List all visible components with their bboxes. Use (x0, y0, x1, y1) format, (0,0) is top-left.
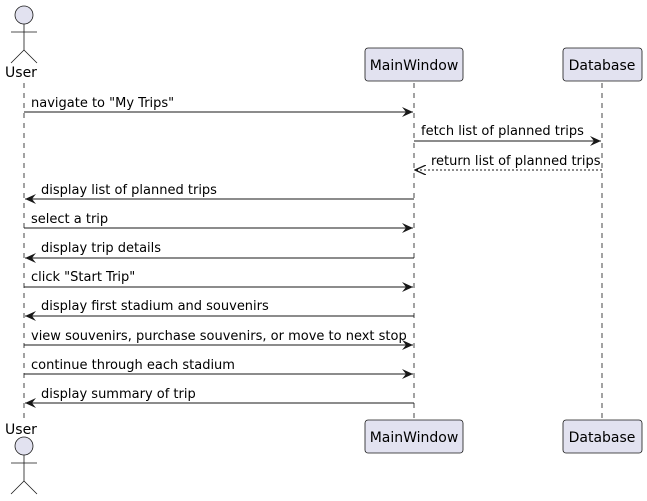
message-label: fetch list of planned trips (421, 124, 584, 139)
actor-user-top: User (5, 5, 38, 81)
message-4: display list of planned trips (25, 183, 414, 204)
message-label: view souvenirs, purchase souvenirs, or m… (31, 329, 407, 344)
message-6: display trip details (25, 241, 414, 263)
participant-database-bottom: Database (562, 419, 643, 454)
message-5: select a trip (24, 212, 413, 233)
participant-label: Database (569, 58, 636, 74)
participant-label: Database (569, 430, 636, 446)
message-label: click "Start Trip" (31, 270, 135, 285)
participant-database-top: Database (562, 47, 643, 82)
message-11: display summary of trip (25, 387, 414, 408)
actor-user-bottom: User (5, 422, 38, 495)
message-8: display first stadium and souvenirs (25, 299, 414, 321)
participant-label: MainWindow (370, 58, 459, 74)
message-1: navigate to "My Trips" (24, 96, 413, 117)
stick-figure-icon (10, 436, 38, 495)
participant-mainwindow-bottom: MainWindow (364, 419, 464, 454)
participant-label: MainWindow (370, 430, 459, 446)
message-label: continue through each stadium (31, 358, 235, 373)
participant-mainwindow-top: MainWindow (364, 47, 464, 82)
message-label: display trip details (41, 241, 161, 256)
message-label: return list of planned trips (431, 154, 601, 169)
message-3: return list of planned trips (415, 154, 602, 170)
message-label: select a trip (31, 212, 108, 227)
actor-label: User (5, 65, 37, 81)
message-2: fetch list of planned trips (414, 124, 601, 146)
message-label: display list of planned trips (41, 183, 217, 198)
message-label: navigate to "My Trips" (31, 96, 174, 111)
message-10: continue through each stadium (24, 358, 413, 379)
message-label: display first stadium and souvenirs (41, 299, 269, 314)
message-label: display summary of trip (41, 387, 196, 402)
actor-label: User (5, 422, 37, 438)
stick-figure-icon (10, 5, 38, 64)
message-7: click "Start Trip" (24, 270, 413, 292)
message-9: view souvenirs, purchase souvenirs, or m… (24, 329, 413, 350)
